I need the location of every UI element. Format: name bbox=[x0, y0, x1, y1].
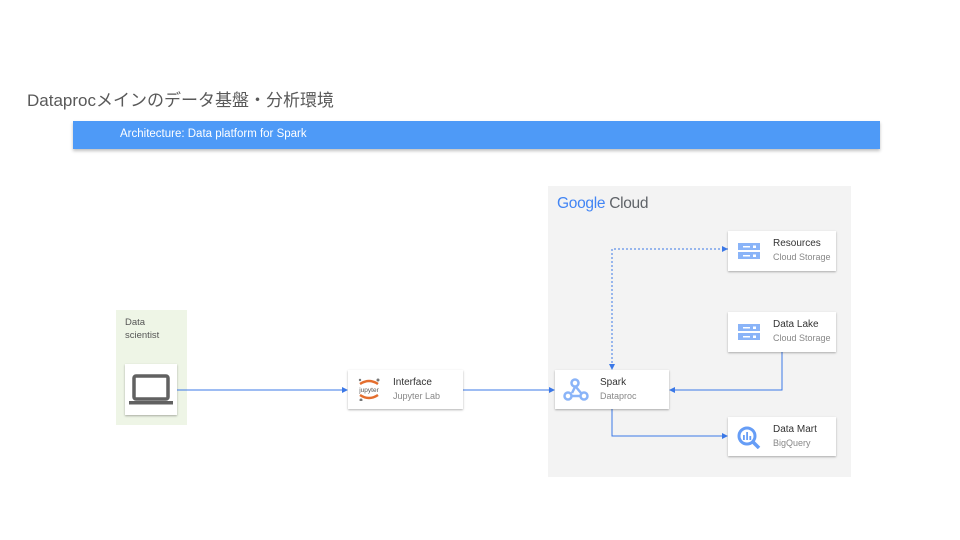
page-title: Dataprocメインのデータ基盤・分析環境 bbox=[27, 91, 334, 110]
datamart-title: Data Mart bbox=[773, 424, 817, 435]
cloud-storage-icon bbox=[738, 324, 760, 340]
jupyter-icon: jupyter bbox=[358, 378, 380, 401]
datalake-node[interactable]: Data Lake Cloud Storage bbox=[728, 312, 836, 352]
laptop-icon bbox=[129, 374, 173, 405]
spark-to-datamart bbox=[611, 409, 728, 439]
resources-subtitle: Cloud Storage bbox=[773, 252, 831, 262]
resources-node[interactable]: Resources Cloud Storage bbox=[728, 231, 836, 271]
laptop-node[interactable] bbox=[125, 364, 177, 415]
spark-title: Spark bbox=[600, 377, 627, 388]
spark-resources-dotted bbox=[609, 248, 728, 370]
spark-node[interactable]: Spark Dataproc bbox=[555, 370, 669, 409]
interface-title: Interface bbox=[393, 377, 432, 388]
dataproc-icon bbox=[563, 378, 589, 401]
architecture-banner: Architecture: Data platform for Spark bbox=[73, 121, 880, 149]
spark-subtitle: Dataproc bbox=[600, 391, 637, 401]
bigquery-icon bbox=[737, 426, 761, 449]
svg-text:jupyter: jupyter bbox=[358, 387, 379, 394]
datamart-node[interactable]: Data Mart BigQuery bbox=[728, 417, 836, 456]
banner-text: Architecture: Data platform for Spark bbox=[120, 128, 307, 140]
interface-subtitle: Jupyter Lab bbox=[393, 391, 441, 401]
google-cloud-logo: Google Cloud bbox=[557, 195, 649, 212]
datalake-to-spark bbox=[669, 352, 783, 393]
datalake-subtitle: Cloud Storage bbox=[773, 333, 831, 343]
datalake-title: Data Lake bbox=[773, 319, 819, 330]
interface-node[interactable]: jupyter Interface Jupyter Lab bbox=[348, 370, 463, 409]
datamart-subtitle: BigQuery bbox=[773, 438, 811, 448]
resources-title: Resources bbox=[773, 238, 821, 249]
cloud-storage-icon bbox=[738, 243, 760, 259]
